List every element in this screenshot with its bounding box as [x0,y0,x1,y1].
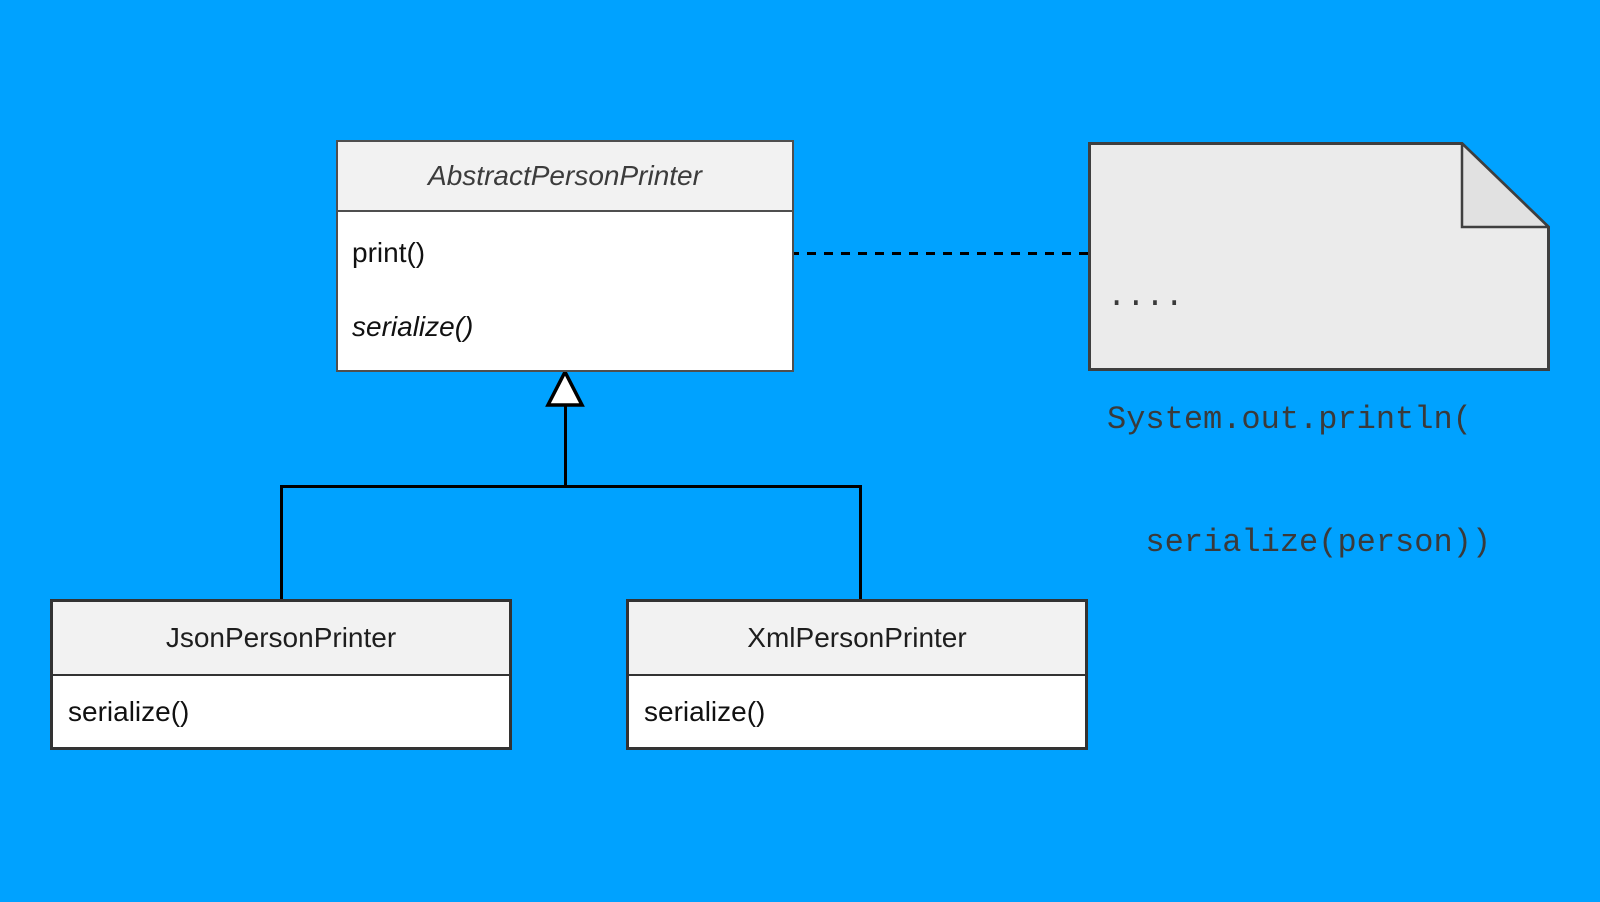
note-line-3: serialize(person)) [1107,524,1492,561]
class-box-abstract-person-printer: AbstractPersonPrinter print() serialize(… [336,140,794,372]
class-title: AbstractPersonPrinter [428,160,702,191]
class-methods-json-person-printer: serialize() [53,676,509,747]
method-serialize-json: serialize() [68,695,190,727]
class-box-xml-person-printer: XmlPersonPrinter serialize() [626,599,1088,750]
method-serialize-xml: serialize() [644,695,766,727]
class-box-json-person-printer: JsonPersonPrinter serialize() [50,599,512,750]
class-name-abstract-person-printer: AbstractPersonPrinter [338,142,792,212]
note-line-1: .... [1107,278,1184,315]
generalization-horizontal-line [280,485,862,488]
method-serialize-abstract: serialize() [352,311,474,342]
class-name-xml-person-printer: XmlPersonPrinter [629,602,1085,676]
note-shape [1088,142,1550,371]
generalization-drop-json [280,485,283,601]
class-title: JsonPersonPrinter [165,622,397,653]
note-line-2: System.out.println( [1107,401,1472,438]
method-print: print() [352,237,426,268]
class-methods-xml-person-printer: serialize() [629,676,1085,747]
note-fold-corner-icon [1460,142,1550,229]
class-name-json-person-printer: JsonPersonPrinter [53,602,509,676]
note-outline [1088,142,1550,371]
note-code-text: .... System.out.println( serialize(perso… [1107,194,1491,645]
class-methods-abstract-person-printer: print() serialize() [338,212,792,370]
generalization-stem-line [564,404,567,488]
generalization-drop-xml [859,485,862,601]
inheritance-triangle-icon [545,369,585,407]
uml-note: .... System.out.println( serialize(perso… [1088,142,1550,561]
class-title: XmlPersonPrinter [747,622,967,653]
